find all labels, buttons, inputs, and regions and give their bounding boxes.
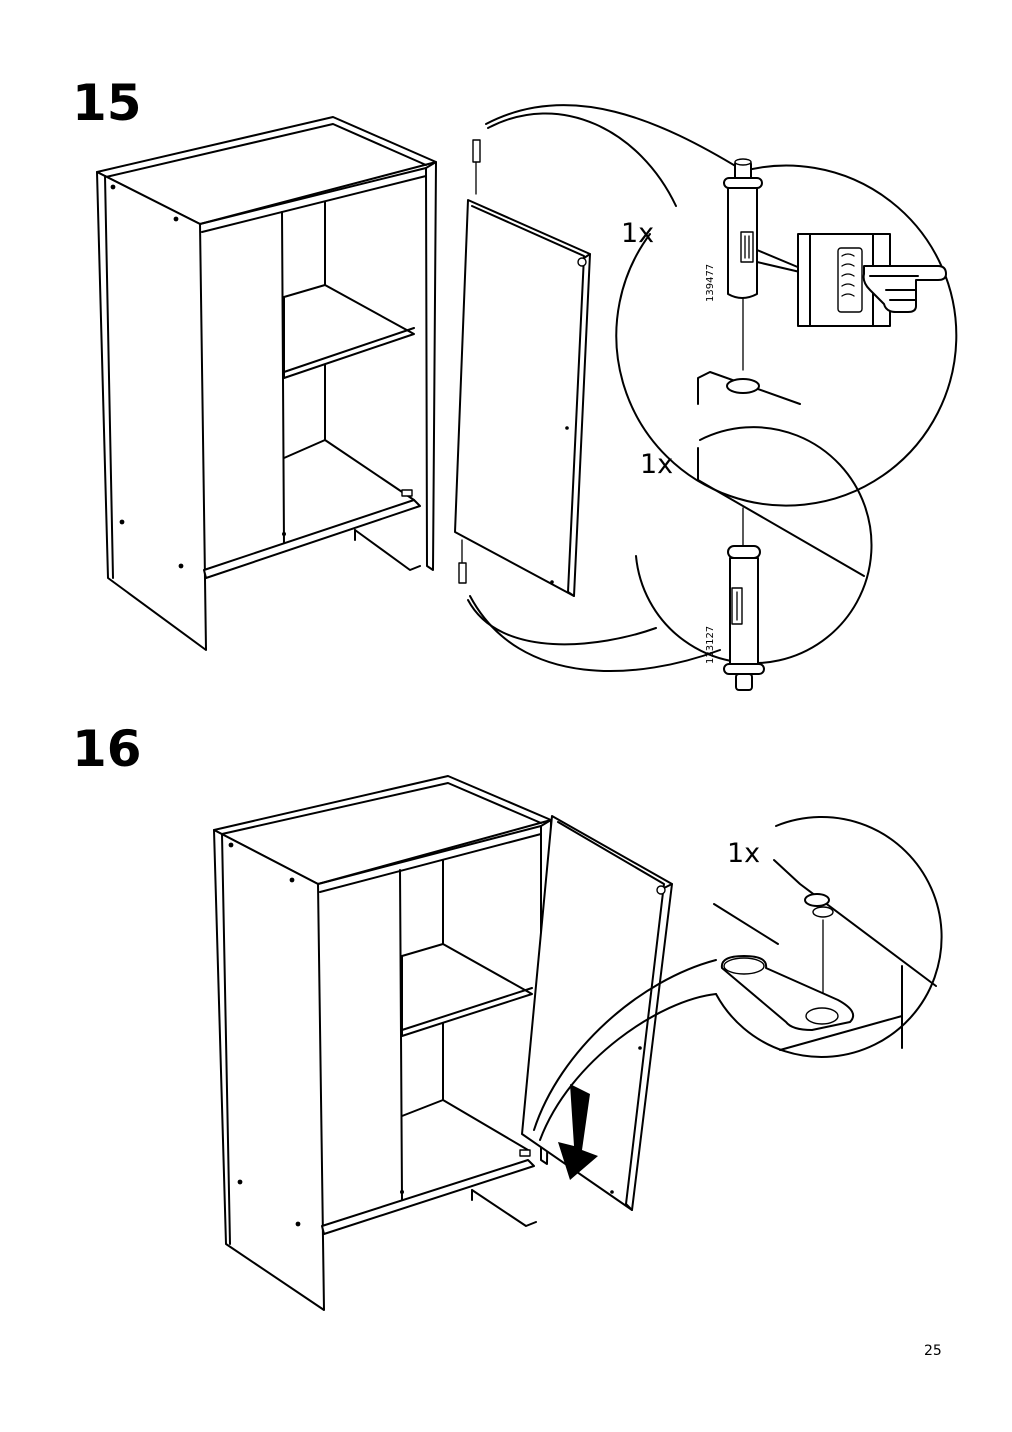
step-number-16: 16: [72, 720, 142, 778]
pin-133127-illustration: [723, 545, 765, 691]
down-arrow-icon: [558, 1084, 598, 1180]
step16-callout: [533, 816, 943, 1141]
pin-139477-illustration: [723, 158, 763, 371]
step16-quantity: 1x: [727, 838, 761, 869]
step16-cabinet-illustration: [213, 775, 552, 1311]
step15-cabinet-illustration: [96, 116, 437, 651]
part-number-133127: 133127: [705, 625, 716, 664]
step15-bottom-quantity: 1x: [640, 449, 674, 480]
part-number-139477: 139477: [705, 263, 716, 302]
page-number: 25: [924, 1343, 942, 1359]
step16-door-illustration: [521, 815, 673, 1211]
pointing-hand-icon: [862, 265, 947, 313]
step15-callout-top: [485, 104, 958, 507]
step-number-15: 15: [72, 74, 142, 132]
step15-top-quantity: 1x: [621, 218, 655, 249]
step15-door-illustration: [454, 139, 591, 597]
step15-callout-bottom: [467, 426, 873, 691]
